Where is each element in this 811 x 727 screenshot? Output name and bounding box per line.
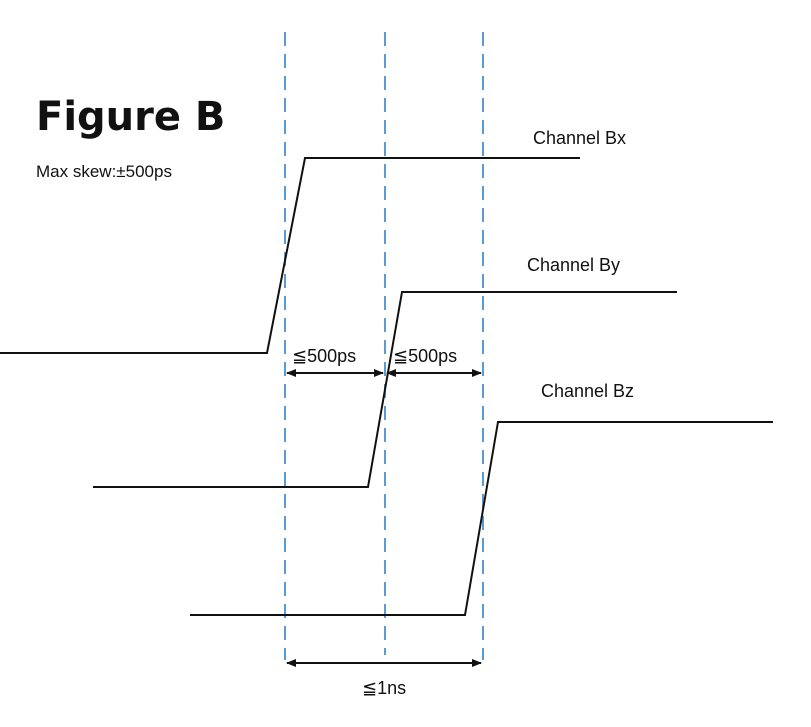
total-skew-label: ≦1ns xyxy=(362,678,406,698)
figure-title: Figure B xyxy=(36,94,225,140)
channel-label-by: Channel By xyxy=(527,255,620,275)
figure-subtitle: Max skew:±500ps xyxy=(36,162,172,181)
skew-label-right: ≦500ps xyxy=(393,346,457,366)
waveform-channel-bx xyxy=(0,157,580,354)
channel-label-bx: Channel Bx xyxy=(533,128,626,148)
waveform-channel-by xyxy=(93,291,677,488)
waveform-channel-bz xyxy=(190,421,773,616)
skew-label-left: ≦500ps xyxy=(292,346,356,366)
channel-label-bz: Channel Bz xyxy=(541,381,634,401)
